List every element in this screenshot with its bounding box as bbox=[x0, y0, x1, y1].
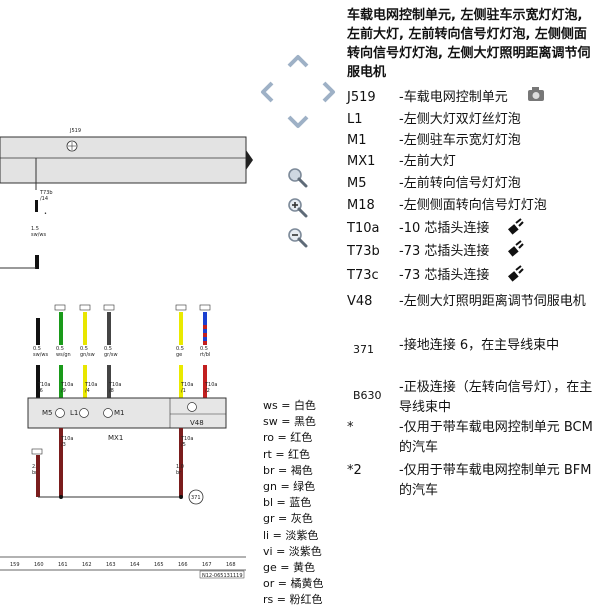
svg-text:0.5ge: 0.5ge bbox=[176, 346, 184, 358]
legend-desc: -10 芯插头连接 bbox=[399, 221, 490, 236]
plug-icon[interactable] bbox=[506, 240, 524, 258]
ruler-number: 168 bbox=[226, 562, 236, 568]
legend-code: MX1 bbox=[347, 154, 376, 169]
device-label: MX1 bbox=[108, 434, 123, 442]
legend-code: J519 bbox=[347, 90, 376, 105]
connector-top-label: T73b/14 bbox=[39, 190, 53, 202]
color-code-item: ge = 黄色 bbox=[263, 561, 315, 575]
color-code-item: ro = 红色 bbox=[263, 431, 313, 445]
legend-code: M5 bbox=[347, 176, 367, 191]
legend-desc: -正极连接（左转向信号灯），在主导线束中 bbox=[399, 380, 593, 415]
zoom-in-icon[interactable] bbox=[286, 196, 308, 218]
pan-down-icon[interactable] bbox=[287, 115, 309, 128]
color-code-list: ws = 白色 sw = 黑色 ro = 红色 rt = 红色 br = 褐色 gn = … bbox=[263, 398, 323, 609]
legend-code: 371 bbox=[353, 343, 374, 356]
legend-desc: -73 芯插头连接 bbox=[399, 268, 490, 283]
ruler-number: 161 bbox=[58, 562, 68, 568]
svg-text:T10a/2: T10a/2 bbox=[204, 382, 217, 394]
color-code-item: gn = 绿色 bbox=[263, 480, 316, 494]
pan-right-icon[interactable] bbox=[322, 81, 335, 103]
svg-text:M5: M5 bbox=[42, 409, 53, 417]
control-unit-band bbox=[0, 136, 247, 184]
zoom-out-icon[interactable] bbox=[286, 226, 308, 248]
color-code-item: rs = 粉红色 bbox=[263, 593, 323, 607]
top-connector-boxes bbox=[54, 304, 211, 311]
svg-text:0.5ws/gn: 0.5ws/gn bbox=[56, 346, 71, 358]
plug-icon[interactable] bbox=[506, 265, 524, 283]
svg-text:0.5rt/bl: 0.5rt/bl bbox=[200, 346, 210, 358]
color-code-item: br = 褐色 bbox=[263, 463, 313, 477]
ground-point bbox=[188, 489, 204, 505]
ruler-number: 160 bbox=[34, 562, 44, 568]
ruler-number: 163 bbox=[106, 562, 116, 568]
svg-text:T10a/5: T10a/5 bbox=[180, 436, 193, 448]
unit-label: J519 bbox=[69, 128, 81, 134]
legend-code: M18 bbox=[347, 198, 375, 213]
legend-code: T10a bbox=[347, 221, 380, 236]
legend-code: T73c bbox=[347, 268, 379, 283]
ruler-number: 165 bbox=[154, 562, 164, 568]
svg-text:1.0br: 1.0br bbox=[176, 464, 184, 476]
svg-text:T10a/4: T10a/4 bbox=[84, 382, 97, 394]
legend-desc: -仅用于带车载电网控制单元 BFM 的汽车 bbox=[399, 463, 592, 498]
pan-control[interactable] bbox=[260, 54, 338, 130]
svg-text:0.5sw/ws: 0.5sw/ws bbox=[33, 346, 48, 358]
legend-code: V48 bbox=[347, 294, 373, 309]
svg-text:V48: V48 bbox=[190, 419, 204, 427]
legend-desc: -左前转向信号灯灯泡 bbox=[399, 176, 521, 191]
legend-desc: -仅用于带车载电网控制单元 BCM 的汽车 bbox=[399, 420, 593, 455]
legend-code: L1 bbox=[347, 112, 363, 127]
doc-id: N12-065131119 bbox=[202, 573, 243, 579]
expand-arrow[interactable] bbox=[246, 150, 253, 170]
ruler-number: 162 bbox=[82, 562, 92, 568]
color-code-item: vi = 淡紫色 bbox=[263, 544, 322, 558]
svg-text:T10a/9: T10a/9 bbox=[60, 382, 73, 394]
svg-text:0.5gn/sw: 0.5gn/sw bbox=[80, 346, 95, 358]
color-code-item: or = 橘黄色 bbox=[263, 577, 324, 591]
svg-text:T10a/3: T10a/3 bbox=[60, 436, 73, 448]
svg-text:371: 371 bbox=[191, 495, 201, 501]
ruler-number: 166 bbox=[178, 562, 188, 568]
pan-left-icon[interactable] bbox=[261, 81, 274, 103]
svg-text:M1: M1 bbox=[114, 409, 125, 417]
svg-text:•: • bbox=[44, 211, 47, 217]
legend-desc: -左侧侧面转向信号灯灯泡 bbox=[399, 198, 547, 213]
legend-desc: -左前大灯 bbox=[399, 154, 456, 169]
color-code-item: gr = 灰色 bbox=[263, 512, 313, 526]
color-code-item: rt = 红色 bbox=[263, 447, 311, 461]
svg-text:T10a/1: T10a/1 bbox=[180, 382, 193, 394]
legend-code: *2 bbox=[347, 463, 362, 478]
legend-desc: -左侧大灯双灯丝灯泡 bbox=[399, 112, 521, 127]
color-code-item: bl = 蓝色 bbox=[263, 496, 312, 510]
ruler-numbers: 159 160 161 162 163 164 165 166 167 168 bbox=[10, 562, 236, 568]
color-code-item: li = 淡紫色 bbox=[263, 528, 319, 542]
legend-code: T73b bbox=[347, 244, 380, 259]
legend-code: B630 bbox=[353, 389, 382, 402]
ruler-number: 167 bbox=[202, 562, 212, 568]
legend-code: * bbox=[347, 420, 354, 435]
color-code-item: sw = 黑色 bbox=[263, 415, 316, 429]
ruler-number: 159 bbox=[10, 562, 20, 568]
legend-code: M1 bbox=[347, 133, 367, 148]
svg-text:L1: L1 bbox=[70, 409, 78, 417]
legend-desc: -左侧驻车示宽灯灯泡 bbox=[399, 133, 521, 148]
legend-desc: -73 芯插头连接 bbox=[399, 244, 490, 259]
plug-icon[interactable] bbox=[506, 218, 524, 236]
camera-icon[interactable] bbox=[527, 86, 545, 102]
legend-desc: -左侧大灯照明距离调节伺服电机 bbox=[399, 294, 586, 309]
search-icon[interactable] bbox=[286, 166, 308, 188]
color-code-item: ws = 白色 bbox=[263, 399, 316, 412]
svg-text:2.5br: 2.5br bbox=[32, 464, 40, 476]
legend-desc: -车载电网控制单元 bbox=[399, 90, 508, 105]
legend-title: 车载电网控制单元, 左侧驻车示宽灯灯泡, 左前大灯, 左前转向信号灯灯泡, 左侧… bbox=[347, 8, 591, 80]
svg-text:T10a/6: T10a/6 bbox=[37, 382, 50, 394]
svg-text:0.5gr/sw: 0.5gr/sw bbox=[104, 346, 118, 358]
legend-desc: -接地连接 6，在主导线束中 bbox=[399, 338, 560, 353]
ruler-number: 164 bbox=[130, 562, 140, 568]
pan-up-icon[interactable] bbox=[287, 55, 309, 68]
svg-text:T10a/8: T10a/8 bbox=[108, 382, 121, 394]
